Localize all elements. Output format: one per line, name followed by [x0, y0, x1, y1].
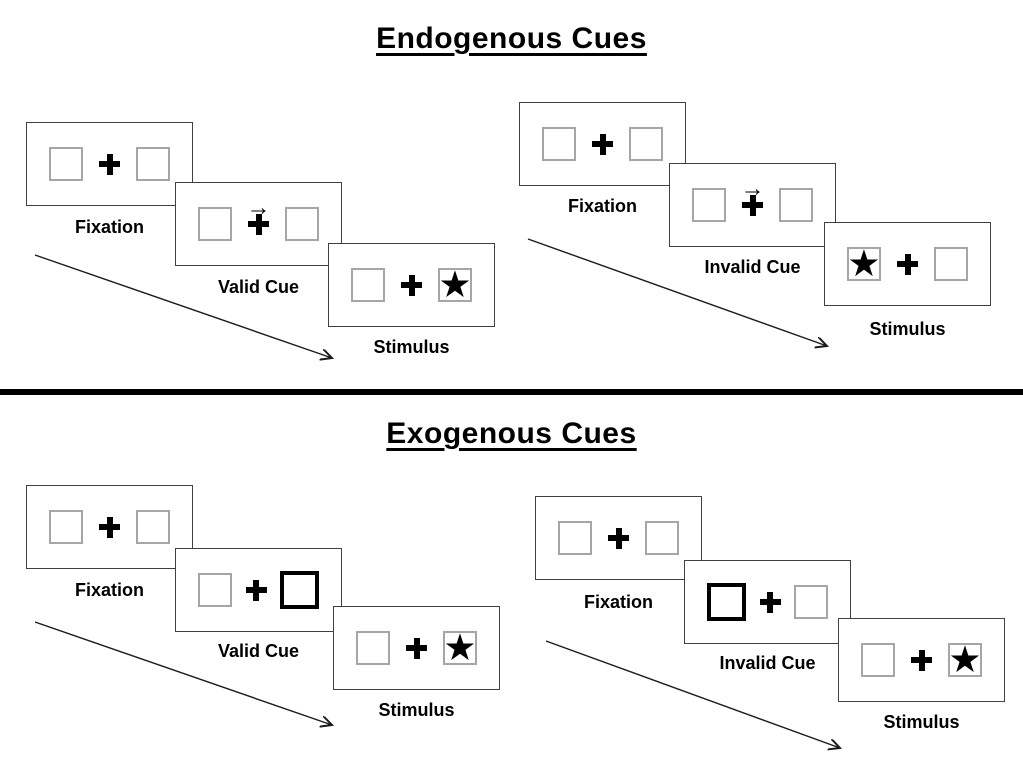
- right-placeholder-box: [794, 585, 828, 619]
- frame-label-valid-cue: Valid Cue: [217, 641, 300, 661]
- right-placeholder-box: [934, 247, 968, 281]
- target-box: ★: [948, 639, 982, 680]
- frame-stimulus: ★: [328, 243, 495, 327]
- left-placeholder-box: [692, 188, 726, 222]
- left-placeholder-box: [49, 147, 83, 181]
- frame-label-fixation: Fixation: [567, 196, 637, 216]
- frame-valid-cue: [175, 548, 342, 632]
- target-star-icon: ★: [948, 639, 982, 680]
- fixation-cross-icon: [911, 649, 932, 671]
- timeline-arrow: [545, 640, 851, 756]
- right-placeholder-box: [779, 188, 813, 222]
- right-placeholder-box: [645, 521, 679, 555]
- frame-invalid-cue: [684, 560, 851, 644]
- left-placeholder-box: [356, 631, 390, 665]
- right-placeholder-box: [136, 510, 170, 544]
- right-placeholder-box: [136, 147, 170, 181]
- left-placeholder-box: [198, 573, 232, 607]
- timeline-arrow: [34, 621, 340, 731]
- frame-label-fixation: Fixation: [74, 580, 144, 600]
- timeline-arrow: [34, 254, 340, 364]
- fixation-cross-icon: [248, 213, 269, 235]
- section-title-endogenous: Endogenous Cues: [0, 22, 1023, 56]
- frame-label-fixation: Fixation: [74, 217, 144, 237]
- frame-label-stimulus: Stimulus: [373, 337, 450, 357]
- target-box: ★: [443, 627, 477, 668]
- frame-fixation: [519, 102, 686, 186]
- fixation-cross-icon: [99, 153, 120, 175]
- frame-stimulus: ★: [333, 606, 500, 690]
- frame-stimulus: ★: [824, 222, 991, 306]
- section-title-exogenous-text: Exogenous Cues: [386, 417, 637, 450]
- section-title-exogenous: Exogenous Cues: [0, 417, 1023, 451]
- left-placeholder-box: [198, 207, 232, 241]
- section-divider-line: [0, 389, 1023, 395]
- fixation-cross-icon: [406, 637, 427, 659]
- frame-label-valid-cue: Valid Cue: [217, 277, 300, 297]
- cue-highlight-box: [707, 583, 746, 621]
- fixation-cross-icon: [592, 133, 613, 155]
- target-box: ★: [438, 264, 472, 305]
- fixation-cross-icon: [742, 194, 763, 216]
- fixation-cross-icon: [99, 516, 120, 538]
- frame-fixation: [26, 122, 193, 206]
- frame-invalid-cue: →: [669, 163, 836, 247]
- fixation-cross-icon: [608, 527, 629, 549]
- left-placeholder-box: [861, 643, 895, 677]
- fixation-cross-icon: [401, 274, 422, 296]
- frame-label-invalid-cue: Invalid Cue: [704, 257, 801, 277]
- frame-valid-cue: →: [175, 182, 342, 266]
- cue-highlight-box: [280, 571, 319, 609]
- target-star-icon: ★: [847, 243, 881, 284]
- right-placeholder-box: [629, 127, 663, 161]
- left-placeholder-box: [49, 510, 83, 544]
- frame-fixation: [535, 496, 702, 580]
- section-title-endogenous-text: Endogenous Cues: [376, 22, 647, 55]
- frame-stimulus: ★: [838, 618, 1005, 702]
- left-placeholder-box: [351, 268, 385, 302]
- fixation-cross-icon: [897, 253, 918, 275]
- fixation-cross-icon: [245, 579, 267, 601]
- fixation-cross-icon: [759, 591, 781, 613]
- target-box: ★: [847, 243, 881, 284]
- frame-fixation: [26, 485, 193, 569]
- right-placeholder-box: [285, 207, 319, 241]
- target-star-icon: ★: [443, 627, 477, 668]
- frame-label-fixation: Fixation: [583, 592, 653, 612]
- left-placeholder-box: [558, 521, 592, 555]
- target-star-icon: ★: [438, 264, 472, 305]
- frame-label-stimulus: Stimulus: [869, 319, 946, 339]
- frame-label-stimulus: Stimulus: [883, 712, 960, 732]
- left-placeholder-box: [542, 127, 576, 161]
- frame-label-stimulus: Stimulus: [378, 700, 455, 720]
- timeline-arrow: [527, 238, 835, 354]
- frame-label-invalid-cue: Invalid Cue: [719, 653, 816, 673]
